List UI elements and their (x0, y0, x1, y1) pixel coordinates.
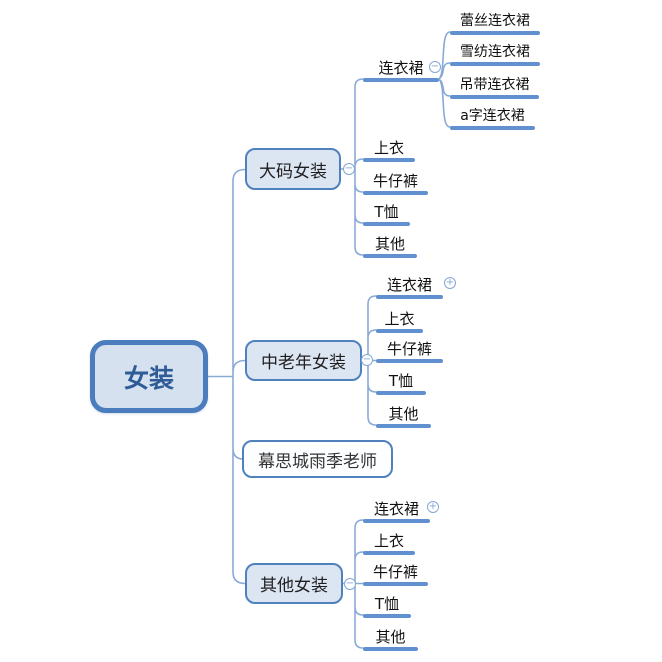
collapse-icon[interactable]: − (343, 163, 355, 175)
branch-topic-plussize[interactable]: 大码女装 (245, 148, 341, 190)
branch-topic-label: 中老年女装 (261, 353, 346, 373)
subtopic-underline (363, 254, 417, 258)
subtopic-underline (363, 647, 418, 651)
collapse-icon[interactable]: − (429, 61, 441, 73)
connector-root-branches (207, 168, 246, 585)
subtopic-underline (376, 359, 443, 363)
subtopic-top[interactable]: 上衣 (376, 305, 423, 333)
collapse-icon[interactable]: − (361, 354, 373, 366)
expand-icon[interactable]: + (444, 277, 456, 289)
subtopic-misc[interactable]: 其他 (376, 400, 431, 428)
branch-topic-midage[interactable]: 中老年女装 (245, 340, 362, 381)
subtopic-label: 其他 (374, 235, 405, 253)
subtopic-dress[interactable]: 连衣裙 (376, 271, 443, 299)
subtopic-underline (376, 391, 426, 395)
subtopic-underline (376, 295, 443, 299)
subtopic-label: 其他 (388, 405, 419, 423)
subtopic-underline (450, 31, 540, 35)
subtopic-tshirt[interactable]: T恤 (376, 367, 426, 395)
subtopic-label: 牛仔裤 (372, 172, 418, 190)
subtopic-label: 吊带连衣裙 (459, 77, 530, 93)
subtopic-misc[interactable]: 其他 (363, 623, 418, 651)
subtopic-label: 上衣 (373, 139, 404, 157)
subtopic-label: 牛仔裤 (386, 340, 432, 358)
collapse-icon[interactable]: − (344, 578, 356, 590)
subtopic-jeans[interactable]: 牛仔裤 (363, 558, 428, 586)
subtopic-tshirt[interactable]: T恤 (363, 590, 411, 618)
branch-topic-musicheng[interactable]: 幕思城雨季老师 (242, 440, 393, 478)
subtopic-tshirt[interactable]: T恤 (363, 198, 410, 226)
expand-icon[interactable]: + (427, 501, 439, 513)
subtopic-underline (450, 62, 540, 66)
subtopic-label: 蕾丝连衣裙 (460, 13, 530, 29)
branch-topic-otherwomen[interactable]: 其他女装 (245, 563, 343, 604)
subtopic-label: 其他 (375, 628, 406, 646)
subtopic-underline (376, 329, 423, 333)
subtopic-label: T恤 (374, 595, 400, 613)
subtopic-label: 上衣 (373, 532, 404, 550)
central-topic[interactable]: 女装 (90, 340, 208, 413)
subtopic-underline (363, 519, 430, 523)
subtopic-aline-dress[interactable]: a字连衣裙 (450, 102, 535, 130)
branch-topic-label: 幕思城雨季老师 (258, 451, 377, 472)
subtopic-label: 上衣 (384, 310, 415, 328)
subtopic-underline (363, 582, 428, 586)
subtopic-lace-dress[interactable]: 蕾丝连衣裙 (450, 7, 540, 35)
subtopic-underline (363, 222, 410, 226)
subtopic-label: 牛仔裤 (372, 563, 418, 581)
subtopic-label: 连衣裙 (386, 276, 432, 294)
subtopic-label: T恤 (388, 372, 414, 390)
subtopic-label: a字连衣裙 (460, 108, 525, 124)
subtopic-jeans[interactable]: 牛仔裤 (363, 167, 428, 195)
branch-topic-label: 其他女装 (260, 576, 328, 596)
subtopic-underline (363, 551, 415, 555)
branch-topic-label: 大码女装 (259, 161, 327, 182)
subtopic-label: T恤 (374, 203, 399, 221)
subtopic-strap-dress[interactable]: 吊带连衣裙 (450, 71, 539, 99)
subtopic-underline (450, 95, 539, 99)
subtopic-dress[interactable]: 连衣裙 (363, 495, 430, 523)
subtopic-top[interactable]: 上衣 (363, 527, 415, 555)
subtopic-label: 连衣裙 (373, 500, 419, 518)
subtopic-underline (363, 191, 428, 195)
subtopic-chiffon-dress[interactable]: 雪纺连衣裙 (450, 38, 540, 66)
subtopic-jeans[interactable]: 牛仔裤 (376, 335, 443, 363)
subtopic-label: 连衣裙 (378, 59, 424, 77)
subtopic-label: 雪纺连衣裙 (460, 44, 530, 60)
subtopic-underline (363, 78, 439, 82)
subtopic-underline (376, 424, 431, 428)
subtopic-underline (363, 158, 415, 162)
subtopic-top[interactable]: 上衣 (363, 134, 415, 162)
subtopic-underline (363, 614, 411, 618)
subtopic-underline (450, 126, 535, 130)
connector-dress-children (438, 31, 451, 128)
subtopic-misc[interactable]: 其他 (363, 230, 417, 258)
central-topic-label: 女装 (123, 363, 174, 393)
subtopic-dress[interactable]: 连衣裙 (363, 54, 439, 82)
